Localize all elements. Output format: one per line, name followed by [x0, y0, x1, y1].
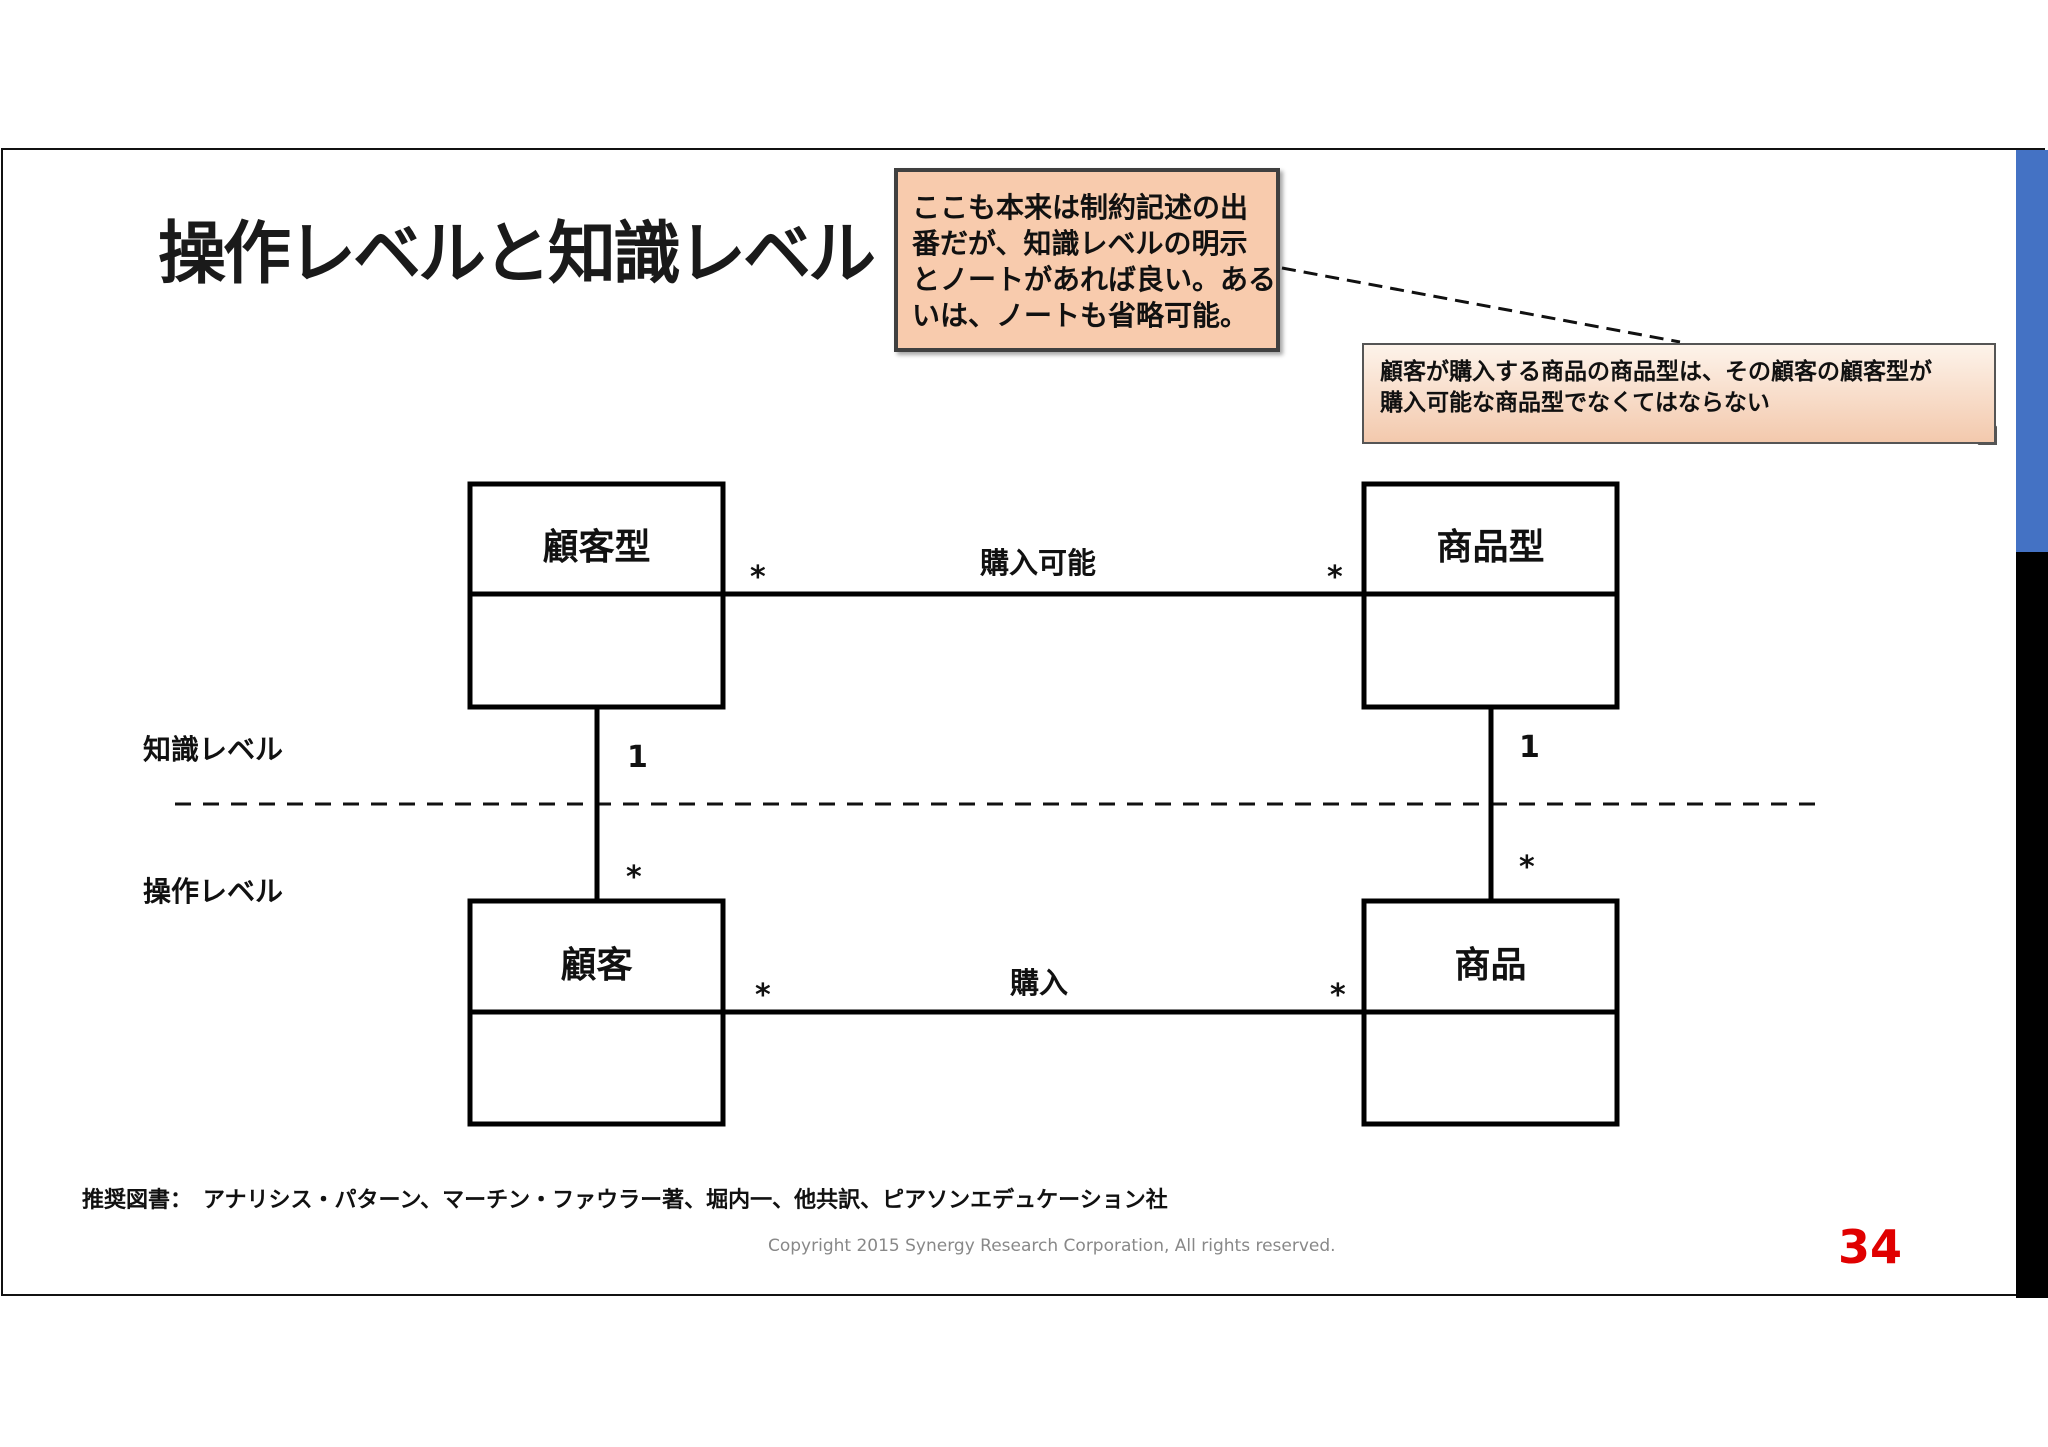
class-product	[1361, 898, 1620, 1127]
multiplicity-ct-pt-left: *	[750, 560, 766, 595]
constraint-note: 顧客が購入する商品の商品型は、その顧客の顧客型が 購入可能な商品型でなくてはなら…	[1362, 343, 1996, 444]
assoc-label-can-purchase: 購入可能	[980, 546, 1097, 580]
level-label-knowledge: 知識レベル	[143, 733, 284, 766]
level-label-operational: 操作レベル	[143, 875, 284, 908]
slide-title: 操作レベルと知識レベル	[158, 215, 876, 294]
note-line: 顧客が購入する商品の商品型は、その顧客の顧客型が	[1380, 359, 1932, 385]
class-product-type	[1361, 481, 1620, 710]
multiplicity-c-p-right: *	[1330, 978, 1346, 1013]
note-line: 購入可能な商品型でなくてはならない	[1380, 390, 1770, 416]
multiplicity-c-p-left: *	[755, 978, 771, 1013]
callout-line: とノートがあれば良い。ある	[912, 263, 1277, 296]
recommended-book: 推奨図書： アナリシス・パターン、マーチン・ファウラー著、堀内一、他共訳、ピアソ…	[82, 1188, 1168, 1213]
side-bar-black	[2016, 552, 2048, 1298]
class-name-product: 商品	[1454, 945, 1527, 986]
class-name-customer-type: 顧客型	[542, 527, 651, 568]
callout-line: ここも本来は制約記述の出	[912, 191, 1249, 224]
class-customer-type	[467, 481, 726, 710]
class-name-product-type: 商品型	[1436, 527, 1545, 568]
callout-connector	[1281, 266, 1681, 344]
multiplicity-pt-p-top: 1	[1519, 730, 1540, 765]
side-bar-blue	[2016, 150, 2048, 552]
multiplicity-pt-p-bottom: *	[1519, 850, 1535, 885]
multiplicity-ct-c-bottom: *	[626, 860, 642, 895]
page-number: 34	[1838, 1220, 1903, 1274]
multiplicity-ct-c-top: 1	[627, 740, 648, 775]
class-customer	[467, 898, 726, 1127]
class-name-customer: 顧客	[560, 945, 633, 986]
callout-line: いは、ノートも省略可能。	[912, 299, 1249, 332]
assoc-label-purchase: 購入	[1010, 966, 1069, 1000]
copyright-text: Copyright 2015 Synergy Research Corporat…	[768, 1236, 1336, 1256]
callout-box: ここも本来は制約記述の出 番だが、知識レベルの明示 とノートがあれば良い。ある …	[894, 168, 1280, 352]
multiplicity-ct-pt-right: *	[1327, 560, 1343, 595]
callout-line: 番だが、知識レベルの明示	[912, 227, 1248, 260]
